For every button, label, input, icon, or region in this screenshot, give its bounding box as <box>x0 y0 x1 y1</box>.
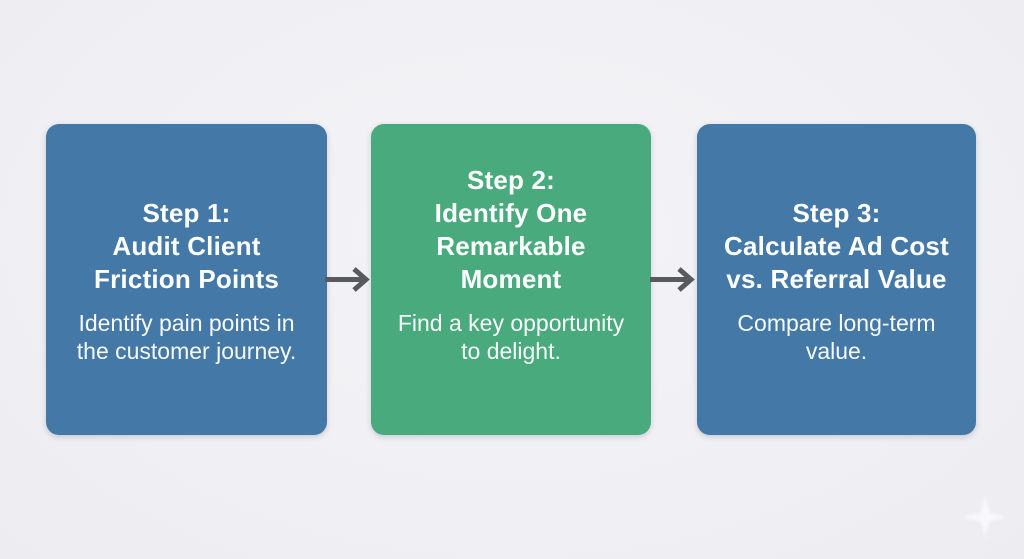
step-3-description: Compare long-term value. <box>737 310 936 364</box>
step-3-content: Step 3: Calculate Ad Cost vs. Referral V… <box>711 197 962 365</box>
step-1-title: Step 1: Audit Client Friction Points <box>94 198 279 294</box>
step-3-title: Step 3: Calculate Ad Cost vs. Referral V… <box>724 198 949 294</box>
step-3-card: Step 3: Calculate Ad Cost vs. Referral V… <box>697 124 976 435</box>
step-1-content: Step 1: Audit Client Friction Points Ide… <box>60 197 313 365</box>
step-2-description: Find a key opportunity to delight. <box>397 310 625 364</box>
step-2-title: Step 2: Identify One Remarkable Moment <box>434 165 588 294</box>
step-1-card: Step 1: Audit Client Friction Points Ide… <box>46 124 327 435</box>
arrow-right-icon <box>650 267 695 292</box>
step-2-card: Step 2: Identify One Remarkable Moment F… <box>371 124 651 435</box>
step-2-content: Step 2: Identify One Remarkable Moment F… <box>385 164 637 365</box>
step-1-description: Identify pain points in the customer jou… <box>76 310 297 364</box>
sparkle-icon <box>963 495 1007 539</box>
arrow-right-icon <box>325 267 370 292</box>
